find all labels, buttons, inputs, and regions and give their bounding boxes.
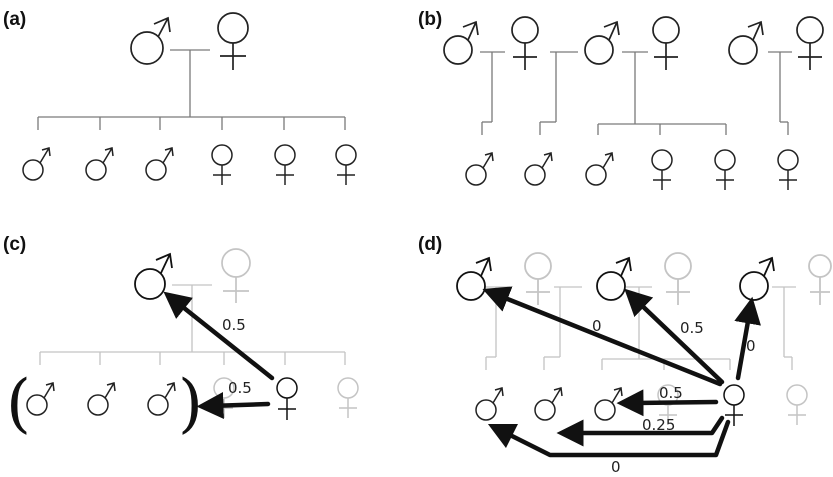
panel-d-children xyxy=(475,384,808,426)
panel-b-child-female-2 xyxy=(714,149,736,190)
panel-c-open-paren: ( xyxy=(6,367,31,441)
panel-d-label-child-male-1: 0 xyxy=(611,458,621,476)
panel-a-child-male-2 xyxy=(85,147,114,181)
panel-a-child-male-1 xyxy=(22,147,51,181)
panel-c-child-female-focal xyxy=(276,377,298,420)
panel-d-arrow-to-child-male-1 xyxy=(487,419,731,458)
panel-c-child-male-2 xyxy=(87,382,116,416)
panel-a: (a) xyxy=(3,9,357,185)
panel-d-parent-male-2 xyxy=(596,256,632,301)
panel-b-parent-male-3 xyxy=(728,20,764,65)
panel-c-child-male-3 xyxy=(147,382,176,416)
panel-d-parents xyxy=(456,252,832,305)
panel-c-child-male-1 xyxy=(26,382,55,416)
panel-a-child-female-3 xyxy=(335,144,357,185)
panel-b-child-female-3 xyxy=(777,149,799,190)
panel-b-parent-male-1 xyxy=(443,20,479,65)
panel-d-arrow-to-male-3 xyxy=(734,296,761,381)
panel-b-label: (b) xyxy=(418,9,442,30)
panel-d-label: (d) xyxy=(418,234,442,255)
panel-d-child-male-3 xyxy=(594,387,623,421)
panel-c-label: (c) xyxy=(3,234,26,255)
panel-d-child-female-1 xyxy=(657,384,679,425)
panel-d-arrow-to-male-1 xyxy=(482,286,723,387)
panel-d-child-male-2 xyxy=(534,387,563,421)
panel-c-child-female-3 xyxy=(337,377,359,418)
panel-b-parent-female-1 xyxy=(511,16,539,70)
panel-c-label-father: 0.5 xyxy=(222,316,246,334)
panel-d-child-female-3 xyxy=(786,384,808,425)
panel-b-child-male-2 xyxy=(524,152,553,186)
panel-b-parent-male-2 xyxy=(584,20,620,65)
panel-d-parent-female-2 xyxy=(664,252,692,305)
panel-a-child-male-3 xyxy=(145,147,174,181)
panel-a-parent-male xyxy=(130,16,171,65)
panel-c-pedigree-lines xyxy=(39,284,346,365)
panel-a-child-female-2 xyxy=(274,144,296,185)
panel-b-parent-female-2 xyxy=(652,16,680,70)
panel-b-parents xyxy=(443,16,824,70)
panel-b: (b) xyxy=(418,9,824,190)
panel-c-parent-female xyxy=(221,248,251,303)
panel-d-label-child-male-2: 0.25 xyxy=(642,416,675,434)
panel-b-child-female-1 xyxy=(651,149,673,190)
panel-a-pedigree-lines xyxy=(37,49,346,130)
panel-c: (c) xyxy=(3,234,359,441)
panel-d-parent-female-3 xyxy=(808,254,832,305)
panel-d-arrow-to-child-male-2 xyxy=(556,415,725,447)
panel-d-parent-male-1 xyxy=(456,256,492,301)
panel-d-parent-male-3 xyxy=(739,256,775,301)
panel-d: (d) xyxy=(418,234,832,476)
panel-d-label-male-2: 0.5 xyxy=(680,319,704,337)
panel-b-child-male-1 xyxy=(465,152,494,186)
panel-d-label-child-male-3: 0.5 xyxy=(659,384,683,402)
panel-d-child-female-focal xyxy=(723,384,745,426)
panel-d-label-male-1: 0 xyxy=(592,317,602,335)
panel-a-label: (a) xyxy=(3,9,26,30)
panel-d-arrows xyxy=(482,286,761,458)
panel-d-child-male-1 xyxy=(475,387,504,421)
panel-b-parent-female-3 xyxy=(796,16,824,70)
panel-c-arrow-to-brothers xyxy=(196,392,271,420)
panel-c-close-paren: ) xyxy=(178,367,203,441)
panel-c-children xyxy=(26,377,359,420)
panel-b-child-male-3 xyxy=(585,152,614,186)
panel-d-arrow-to-male-2 xyxy=(624,288,725,385)
panel-a-parent-female xyxy=(217,12,249,70)
panel-a-child-female-1 xyxy=(211,144,233,185)
panel-c-arrows xyxy=(163,291,275,420)
panel-d-arrow-to-child-male-3 xyxy=(616,389,719,417)
panel-c-arrow-to-father xyxy=(163,291,275,381)
panel-c-parent-male xyxy=(134,252,173,300)
panel-a-children xyxy=(22,144,357,185)
panel-b-children xyxy=(465,149,799,190)
panel-c-label-brothers: 0.5 xyxy=(228,379,252,397)
panel-d-label-male-3: 0 xyxy=(746,337,756,355)
panel-b-pedigree-lines xyxy=(480,51,792,135)
panel-d-parent-female-1 xyxy=(524,252,552,305)
